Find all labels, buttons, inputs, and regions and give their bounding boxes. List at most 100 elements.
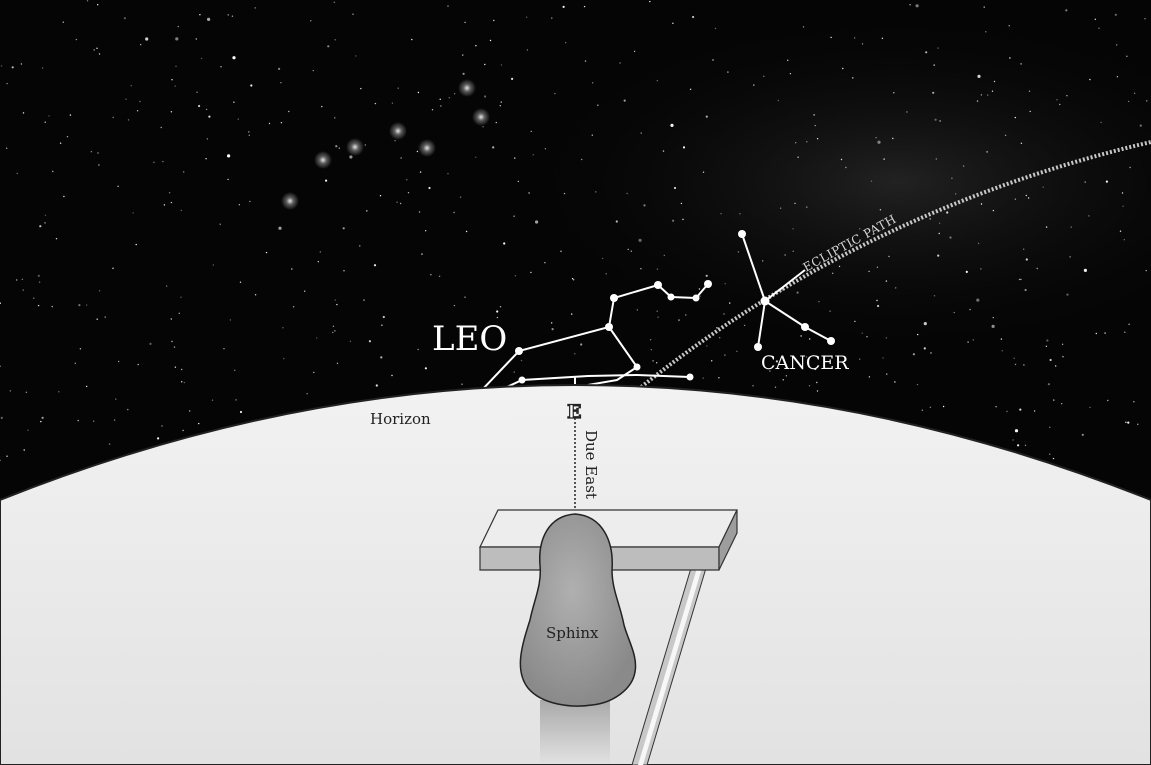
star bbox=[895, 287, 897, 289]
star bbox=[96, 47, 98, 49]
star bbox=[854, 320, 856, 323]
star bbox=[283, 357, 285, 360]
star bbox=[563, 192, 566, 195]
star bbox=[363, 299, 365, 301]
star bbox=[513, 371, 515, 373]
star bbox=[183, 381, 186, 384]
star bbox=[581, 158, 583, 161]
star bbox=[544, 262, 546, 264]
star bbox=[859, 228, 861, 230]
star bbox=[680, 202, 683, 205]
star bbox=[153, 161, 155, 163]
star bbox=[200, 57, 203, 60]
star bbox=[313, 371, 315, 374]
star bbox=[1047, 383, 1050, 386]
star bbox=[1013, 357, 1015, 359]
star bbox=[1066, 293, 1069, 296]
star bbox=[1116, 76, 1119, 78]
star bbox=[391, 374, 393, 377]
star bbox=[845, 166, 847, 169]
star bbox=[364, 144, 366, 146]
star bbox=[518, 376, 526, 384]
star bbox=[493, 19, 495, 22]
sphinx-figure bbox=[519, 513, 637, 707]
star bbox=[93, 49, 95, 51]
star bbox=[265, 251, 268, 254]
star bbox=[1095, 332, 1098, 335]
star bbox=[198, 104, 201, 108]
star bbox=[394, 140, 396, 142]
star bbox=[448, 97, 450, 99]
star bbox=[800, 335, 802, 337]
star bbox=[59, 142, 62, 144]
star bbox=[431, 109, 434, 111]
star bbox=[876, 299, 878, 302]
star bbox=[818, 301, 820, 303]
star bbox=[137, 363, 139, 366]
star bbox=[574, 353, 576, 355]
star bbox=[9, 390, 11, 392]
star bbox=[174, 366, 177, 368]
star bbox=[325, 179, 328, 182]
star bbox=[816, 138, 819, 140]
star bbox=[816, 381, 818, 384]
star bbox=[762, 260, 764, 262]
star bbox=[139, 100, 141, 103]
star bbox=[1084, 181, 1086, 183]
bright-star bbox=[281, 192, 299, 210]
star bbox=[977, 242, 980, 245]
star bbox=[906, 111, 908, 113]
star bbox=[44, 121, 46, 123]
star bbox=[355, 55, 357, 57]
star bbox=[619, 62, 621, 64]
star bbox=[1014, 116, 1016, 119]
star bbox=[1145, 269, 1147, 272]
star bbox=[794, 202, 796, 205]
star bbox=[127, 408, 129, 411]
star bbox=[656, 80, 658, 82]
star bbox=[291, 268, 293, 270]
star bbox=[1126, 55, 1128, 57]
star bbox=[1055, 365, 1057, 367]
star bbox=[250, 84, 253, 87]
star bbox=[879, 209, 882, 211]
star bbox=[986, 151, 988, 153]
cancer-label: CANCER bbox=[761, 352, 849, 374]
star bbox=[938, 222, 941, 224]
star bbox=[597, 104, 599, 106]
star bbox=[832, 272, 834, 274]
star bbox=[127, 119, 130, 121]
star bbox=[306, 393, 308, 395]
star bbox=[1139, 124, 1142, 127]
star bbox=[1105, 180, 1108, 183]
star bbox=[782, 379, 784, 381]
star bbox=[551, 17, 553, 19]
star bbox=[883, 158, 885, 160]
star bbox=[949, 236, 952, 239]
star bbox=[565, 42, 567, 44]
star bbox=[885, 280, 888, 282]
star bbox=[1066, 95, 1068, 97]
star bbox=[428, 186, 431, 190]
star bbox=[96, 318, 98, 320]
star bbox=[321, 105, 323, 108]
star bbox=[380, 356, 383, 359]
star bbox=[44, 222, 46, 224]
star bbox=[933, 295, 936, 297]
star bbox=[892, 137, 894, 140]
star bbox=[22, 112, 25, 114]
star bbox=[33, 297, 35, 299]
star bbox=[814, 367, 817, 371]
star bbox=[667, 293, 675, 301]
star bbox=[496, 310, 499, 313]
star bbox=[724, 354, 726, 356]
star bbox=[1133, 401, 1135, 403]
star bbox=[980, 268, 982, 270]
star bbox=[591, 134, 593, 136]
star bbox=[123, 17, 126, 20]
star bbox=[829, 310, 831, 312]
star bbox=[239, 410, 243, 414]
star bbox=[626, 192, 628, 195]
star bbox=[1014, 429, 1019, 433]
star bbox=[349, 155, 353, 159]
